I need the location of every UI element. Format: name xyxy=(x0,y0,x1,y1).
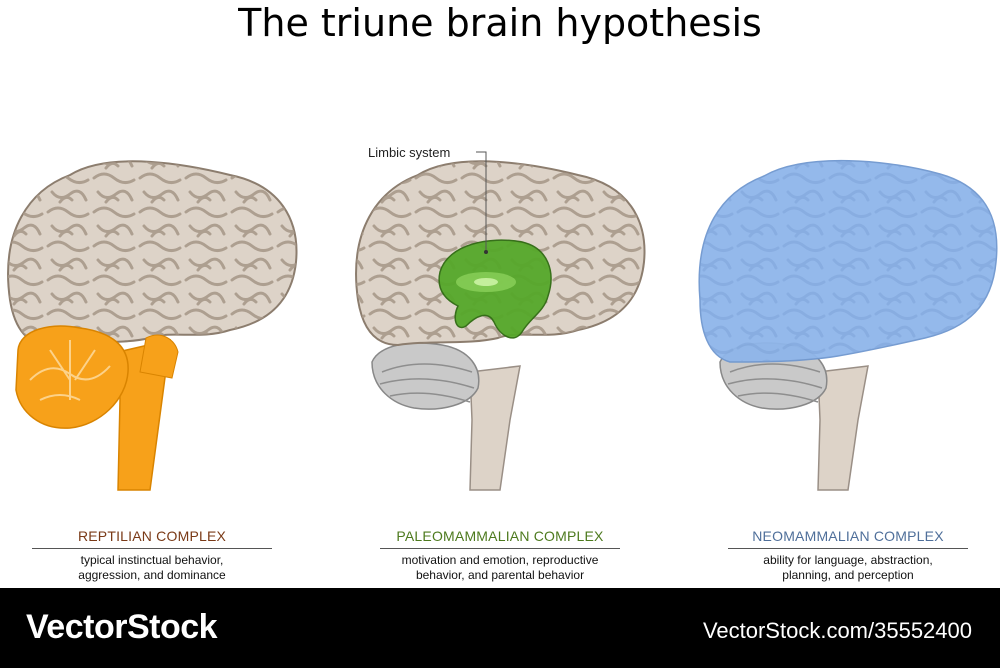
caption-heading: REPTILIAN COMPLEX xyxy=(32,528,272,549)
image-id: VectorStock.com/35552400 xyxy=(702,618,972,643)
caption-line: ability for language, abstraction, xyxy=(763,553,933,567)
limbic-system-label: Limbic system xyxy=(368,145,451,160)
brainstem-neo xyxy=(817,365,869,491)
footer-bar: VectorStock VectorStock.com/35552400 xyxy=(0,588,1000,668)
caption-line: typical instinctual behavior, xyxy=(80,553,224,567)
brainstem-paleo xyxy=(469,365,521,491)
caption-line: motivation and emotion, reproductive xyxy=(401,553,599,567)
page-title: The triune brain hypothesis xyxy=(238,1,762,45)
caption-neomammalian: NEOMAMMALIAN COMPLEX ability for languag… xyxy=(728,528,968,583)
brain-paleomammalian xyxy=(355,151,646,491)
brain-reptilian xyxy=(7,160,298,491)
caption-line: planning, and perception xyxy=(782,568,914,582)
caption-heading: PALEOMAMMALIAN COMPLEX xyxy=(380,528,620,549)
brain-illustrations xyxy=(7,151,998,491)
caption-line: aggression, and dominance xyxy=(78,568,226,582)
caption-paleomammalian: PALEOMAMMALIAN COMPLEX motivation and em… xyxy=(380,528,620,583)
caption-line: behavior, and parental behavior xyxy=(415,568,585,582)
brain-neomammalian xyxy=(698,159,998,491)
cerebellum-reptilian xyxy=(15,325,129,429)
caption-heading: NEOMAMMALIAN COMPLEX xyxy=(728,528,968,549)
caption-reptilian: REPTILIAN COMPLEX typical instinctual be… xyxy=(32,528,272,583)
brand-logo: VectorStock xyxy=(26,608,218,646)
